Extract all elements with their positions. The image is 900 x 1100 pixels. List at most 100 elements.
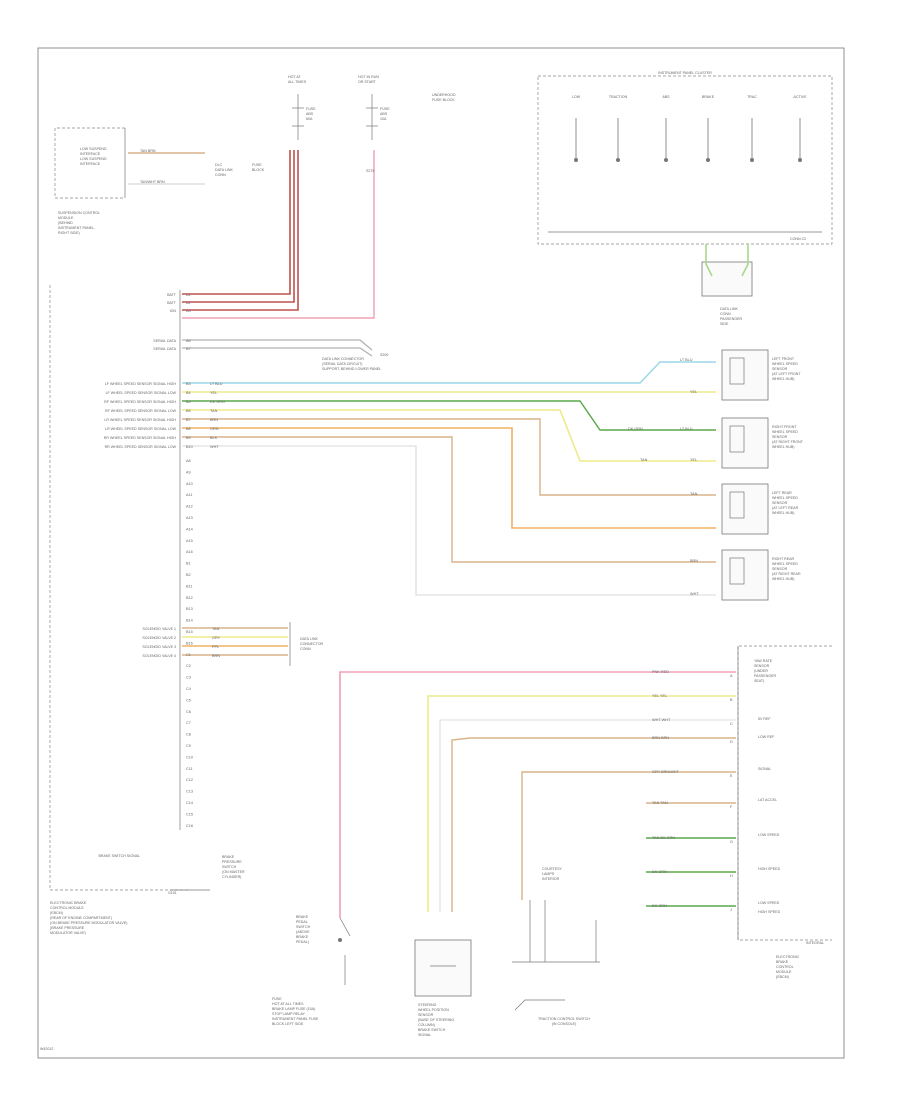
ground-notes: COURTESY — [542, 867, 563, 871]
ebcm-pin-label: LR WHEEL SPEED SENSOR SIGNAL HIGH — [104, 418, 176, 422]
steering-sensor-label: STEERING — [418, 1003, 437, 1007]
brake-switch-label: CYLINDER) — [222, 875, 241, 879]
wire-rr-low — [182, 445, 716, 596]
yaw-wire-code: YEL YEL — [652, 694, 667, 698]
ebcm-pin-code: A3 — [186, 309, 191, 313]
brake-switch-pin-label: BRAKE SWITCH SIGNAL — [98, 854, 140, 858]
solenoid-pin-label: SOLENOID VALVE 1 — [142, 627, 176, 631]
ebcm-pin-code: B16 — [186, 641, 193, 645]
ebcm-pin-code: A13 — [186, 516, 193, 520]
yaw-location-label: ELECTRONIC — [776, 955, 800, 959]
ebcm-pin-code: C15 — [186, 812, 193, 816]
ebcm-pin-code: B4 — [186, 391, 191, 395]
ebcm-pin-code: C6 — [186, 710, 191, 714]
wire-rr-high — [182, 436, 716, 563]
yaw-wire-code: BRN BRN — [652, 736, 669, 740]
ebcm-pin-label: SERIAL DATA — [153, 339, 176, 343]
yaw-title: PASSENGER — [754, 674, 777, 678]
ebcm-pin-label: LF WHEEL SPEED SENSOR SIGNAL HIGH — [105, 382, 177, 386]
wss-rr-label: SENSOR — [772, 567, 788, 571]
solenoid-wire-code: BRN — [212, 654, 220, 658]
wss-wire-code: WHT — [690, 592, 699, 596]
yaw-pin-code: D — [730, 740, 733, 744]
ebcm-pin-code: B3 — [186, 382, 191, 386]
ipc-title: INSTRUMENT PANEL CLUSTER — [658, 71, 712, 75]
yaw-pin-label: LOW REF — [758, 735, 775, 739]
stop-switch-label: PEDAL) — [296, 940, 309, 944]
ebcm-title: (BRAKE PRESSURE — [50, 926, 85, 930]
fuse-label: 10A — [380, 117, 387, 121]
steering-sensor-label: COLUMN) — [418, 1023, 435, 1027]
wire-lf-high — [182, 361, 716, 384]
stop-fuse-label: FUSE — [272, 997, 282, 1001]
solenoid-wire-code: GRY — [212, 636, 221, 640]
ebcm-ground-label: G101 — [168, 891, 177, 895]
ebcm-pin-label: BATT — [167, 293, 177, 297]
ebcm-pin-code: B14 — [186, 619, 193, 623]
ipc-lamps — [574, 118, 802, 162]
ebcm-pin-code: C11 — [186, 767, 193, 771]
ebcm-pin-label: BATT — [167, 301, 177, 305]
wss-lr-label: LEFT REAR — [772, 491, 792, 495]
ebcm-title: (EBCM) — [50, 911, 63, 915]
fuse-top-label: HOT AT — [288, 75, 301, 79]
ebcm-pin-code: B1 — [186, 562, 191, 566]
ebcm-pin-code: A14 — [186, 527, 193, 531]
fuse-top-label: ALL TIMES — [288, 80, 307, 84]
wire-batt-2 — [182, 150, 295, 303]
wss-left-front — [721, 349, 769, 401]
ebcm-pin-code: C10 — [186, 755, 193, 759]
wss-rf-label: WHEEL HUB) — [772, 445, 794, 449]
wss-wire-code: YEL — [690, 390, 697, 394]
yaw-pin-label: SIGNAL — [758, 767, 771, 771]
solenoid-pin-label: SOLENOID VALVE 4 — [142, 654, 176, 658]
fuse-label: FUSE — [306, 107, 316, 111]
stop-fuse-label: STOP LAMP RELAY — [272, 1012, 305, 1016]
brake-switch-label: (ON MASTER — [222, 870, 245, 874]
serial-note: (SERIAL DATA CIRCUIT) — [322, 362, 362, 366]
yaw-wire-code: WHT WHT — [652, 718, 671, 722]
ebcm-pin-code: C14 — [186, 801, 193, 805]
steering-sensor-label: WHEEL POSITION — [418, 1008, 449, 1012]
wss-wire-code: TAN — [640, 458, 648, 462]
yaw-location-label: BRAKE — [776, 960, 789, 964]
wire-batt-1 — [182, 150, 291, 295]
wire-ign — [182, 150, 375, 319]
yaw-location-label: MODULE — [776, 970, 792, 974]
ebcm-pin-code: B8 — [186, 427, 191, 431]
diagram-frame — [37, 47, 845, 1059]
suspension-module-title: (BEHIND — [58, 221, 73, 225]
wss-wire-code: LT BLU — [680, 358, 693, 362]
serial-note: SUPPORT, BEHIND LOWER PANEL — [322, 367, 381, 371]
stop-fuse-label: BLOCK LEFT SIDE — [272, 1022, 304, 1026]
wire-yaw-lat — [451, 737, 736, 912]
ebcm-pin-label: RF WHEEL SPEED SENSOR SIGNAL HIGH — [104, 400, 176, 404]
ebcm-pin-code: A1 — [186, 293, 191, 297]
wss-wire-code: YEL — [690, 458, 697, 462]
wire-rf-low — [182, 409, 716, 462]
wheel-wire-code: TAN — [210, 409, 218, 413]
wss-rf-label: (AT RIGHT FRONT — [772, 440, 804, 444]
wire-lr-low — [182, 427, 716, 529]
yaw-pin-code: B — [730, 698, 733, 702]
stop-switch-label: PEDAL — [296, 920, 308, 924]
stop-switch-label: (ABOVE — [296, 930, 310, 934]
ebcm-title: (ON BRAKE PRESSURE MODULATOR VALVE) — [50, 921, 127, 925]
fuse-label: ABS — [306, 112, 314, 116]
wss-wire-code: BRN — [690, 559, 698, 563]
wheel-wire-code: BLK — [210, 436, 218, 440]
wss-wire-code: DK GRN — [628, 427, 643, 431]
yaw-pin-code: C — [730, 722, 733, 726]
wss-lr-label: WHEEL HUB) — [772, 511, 794, 515]
yaw-pin-code: F — [730, 805, 733, 809]
stop-switch-label: SWITCH — [296, 925, 311, 929]
yaw-wire-code: GRY BRN/WHT — [652, 770, 680, 774]
yaw-location-label: (EBCM) — [776, 975, 789, 979]
ipc-lamp-label: TRAC — [747, 95, 757, 99]
ebcm-pin-code: C16 — [186, 824, 193, 828]
brake-pressure-switch — [414, 939, 472, 997]
ebcm-pin-code: A10 — [186, 482, 193, 486]
yaw-title: SEAT) — [754, 679, 764, 683]
